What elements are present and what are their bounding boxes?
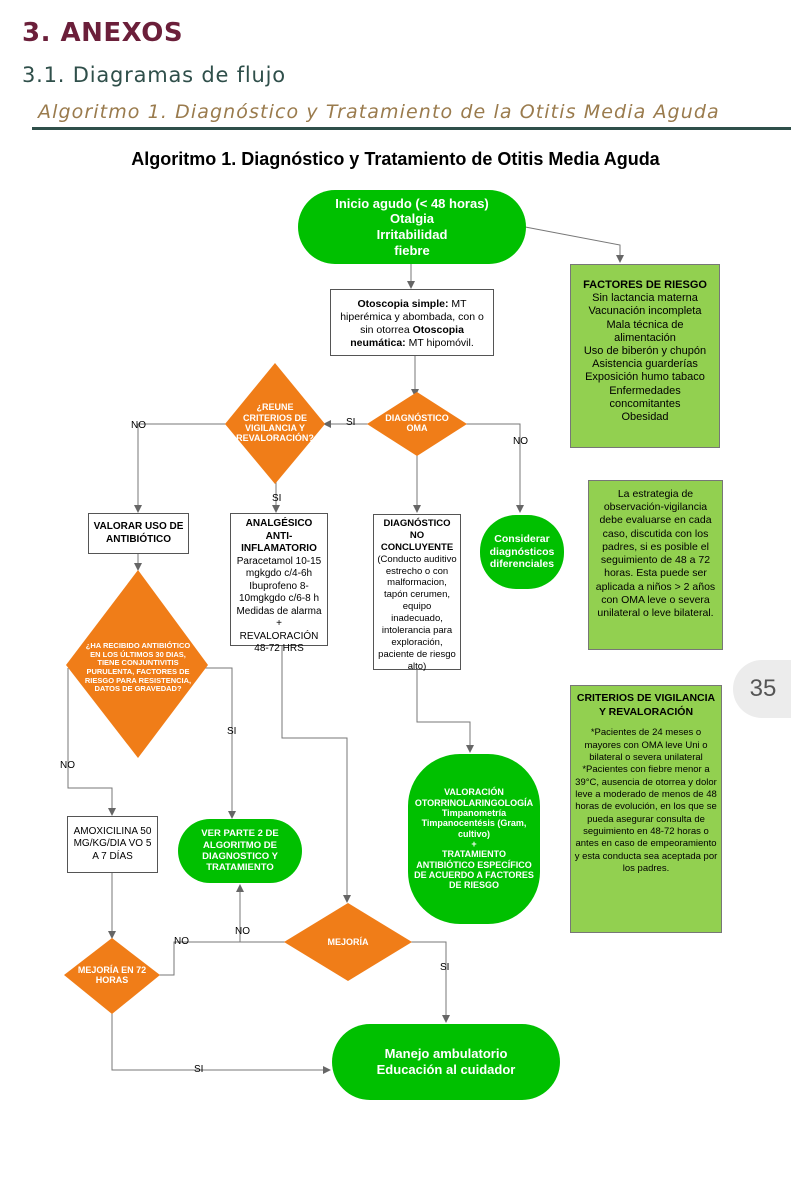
risk-factor-item: Mala técnica de alimentación [606,318,684,344]
page-number: 35 [733,660,791,718]
amoxicillin-box: AMOXICILINA 50 MG/KG/DIA VO 5 A 7 DÍAS [67,816,158,873]
analgesic-box: ANALGÉSICO ANTI-INFLAMATORIO Paracetamol… [230,513,328,654]
ambulatory-terminal: Manejo ambulatorio Educación al cuidador [332,1024,560,1100]
antibiotic-question-label: ¿HA RECIBIDO ANTIBIÓTICO EN LOS ÚLTIMOS … [84,641,192,694]
ent-line-3: Timpanocentésis (Gram, cultivo) [421,818,527,839]
criterios-question-label: ¿REUNE CRITERIOS DE VIGILANCIA Y REVALOR… [236,402,314,444]
start-line-3: Irritabilidad [376,227,448,242]
risk-factor-item: Sin lactancia materna [592,292,698,305]
algorithm-heading: Algoritmo 1. Diagnóstico y Tratamiento d… [38,101,720,123]
otoscopy-pneumatic-label: Otoscopia neumática: [350,324,464,350]
decision-diagnostico-oma [367,392,467,456]
label-si-mejoria: SI [440,962,450,973]
non-conclusive-box: DIAGNÓSTICO NO CONCLUYENTE (Conducto aud… [373,514,461,672]
label-no-mejoria-72h: NO [174,936,189,947]
start-line-1: Inicio agudo (< 48 horas) [335,195,489,211]
heading-rule [32,127,791,130]
differential-terminal: Considerar diagnósticos diferenciales [480,515,564,589]
analgesic-line: Ibuprofeno 8-10mgkgdo c/6-8 h [238,580,320,605]
ent-line-1: VALORACIÓN OTORRINOLARINGOLOGÍA [414,787,534,808]
otoscopy-pneumatic-text: MT hipomóvil. [405,337,474,350]
label-si-ver-parte2: SI [227,726,237,737]
risk-factor-item: Exposición humo tabaco [585,371,705,384]
strategy-note-box: La estrategia de observación-vigilancia … [588,480,723,650]
subsection-title: 3.1. Diagramas de flujo [22,63,286,87]
non-conclusive-title: DIAGNÓSTICO NO CONCLUYENTE [380,518,454,553]
decision-mejoria [284,903,412,981]
criteria-title: CRITERIOS DE VIGILANCIA Y REVALORACIÓN [576,692,716,718]
analgesic-line: Medidas de alarma [236,605,322,617]
section-title: 3. ANEXOS [22,18,184,48]
analgesic-line: Paracetamol 10-15 mgkgdo c/4-6h [236,555,322,580]
label-si-criteria: SI [346,417,356,428]
mejoria-72h-label: MEJORÍA EN 72 HORAS [77,964,147,985]
criteria-paragraph-1: *Pacientes de 24 meses o mayores con OMA… [584,727,708,763]
diagnostico-oma-label: DIAGNÓSTICO OMA [385,412,449,433]
ent-line-5: TRATAMIENTO ANTIBIÓTICO ESPECÍFICO DE AC… [414,849,534,891]
ambulatory-line-2: Educación al cuidador [376,1062,516,1077]
ent-line-2: Timpanometría [441,807,507,818]
risk-factor-item: Enfermedades concomitantes [609,384,681,410]
non-conclusive-body: (Conducto auditivo estrecho o con malfor… [377,553,457,672]
risk-factor-item: Obesidad [621,410,669,423]
risk-factor-item: Asistencia guarderías [592,358,698,371]
otoscopy-box: Otoscopia simple: MT hiperémica y abomba… [330,289,494,356]
criteria-paragraph-2: *Pacientes con fiebre menor a 39°C, ause… [574,764,718,875]
analgesic-line: + [276,618,282,629]
label-no-mejoria: NO [235,926,250,937]
decision-antibiotic-history [66,570,208,758]
decision-criterios-vigilancia [225,363,325,484]
ver-parte-2-terminal: VER PARTE 2 DE ALGORITMO DE DIAGNOSTICO … [178,819,302,883]
analgesic-title: ANALGÉSICO ANTI-INFLAMATORIO [241,518,317,554]
start-terminal: Inicio agudo (< 48 horas) Otalgia Irrita… [298,190,526,264]
otoscopy-simple-label: Otoscopia simple: [357,298,449,310]
decision-mejoria-72h [64,938,160,1014]
risk-factor-item: Uso de biberón y chupón [583,344,707,357]
risk-factors-box: FACTORES DE RIESGO Sin lactancia materna… [570,264,720,448]
mejoria-label: MEJORÍA [327,936,369,947]
label-si-analgesic: SI [272,493,282,504]
ent-evaluation-terminal: VALORACIÓN OTORRINOLARINGOLOGÍA Timpanom… [408,754,540,924]
label-no-amoxicillin: NO [60,760,75,771]
criteria-box: CRITERIOS DE VIGILANCIA Y REVALORACIÓN *… [570,685,722,933]
ent-line-4: + [471,839,477,849]
analgesic-line: REVALORACIÓN 48-72 HRS [239,630,319,655]
risk-factors-title: FACTORES DE RIESGO [583,279,707,291]
start-line-2: Otalgia [389,211,435,227]
label-no-differential: NO [513,436,528,447]
start-line-4: fiebre [394,242,430,258]
label-si-ambulatory: SI [194,1064,204,1075]
ambulatory-line-1: Manejo ambulatorio [384,1046,508,1062]
valorar-antibiotico-box: VALORAR USO DE ANTIBIÓTICO [88,513,189,554]
label-no-criteria: NO [131,420,146,431]
risk-factor-item: Vacunación incompleta [588,305,702,318]
diagram-title: Algoritmo 1. Diagnóstico y Tratamiento d… [131,149,660,169]
otoscopy-simple-text: MT hiperémica y abombada, con o sin otor… [340,298,484,337]
